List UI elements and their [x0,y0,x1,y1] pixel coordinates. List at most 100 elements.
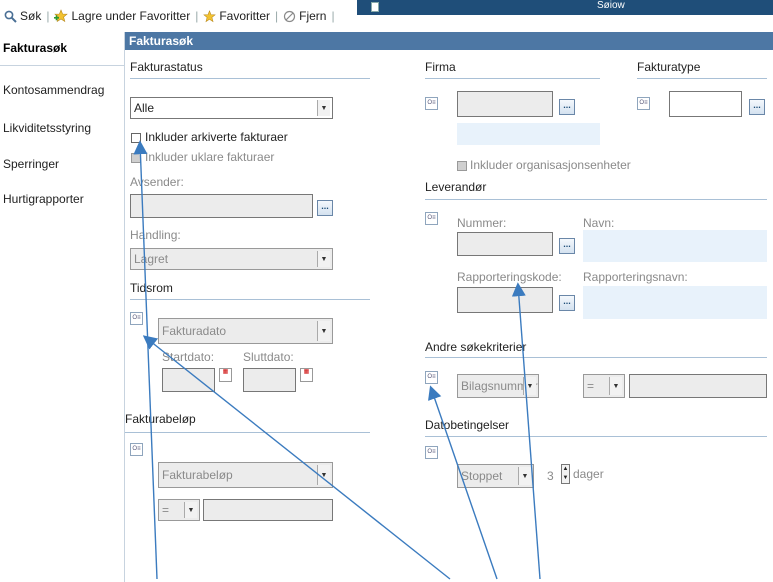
section-divider [125,432,370,433]
action-label: Handling: [130,228,181,242]
sender-lookup-button[interactable]: ... [317,200,333,216]
reporting-name-label: Rapporteringsnavn: [583,270,688,284]
date-condition-select[interactable]: Stoppet ▼ [457,464,534,488]
chevron-down-icon: ▼ [317,251,330,267]
window-title: Søiow [597,0,625,11]
date-conditions-label: Datobetingelser [425,418,510,432]
chevron-down-icon: ▼ [317,321,330,341]
company-name-display [457,123,600,145]
toolbar-divider: | [275,9,279,23]
include-org-units-checkbox[interactable] [457,161,467,171]
period-label: Tidsrom [130,281,173,295]
amount-type-value: Fakturabeløp [162,468,233,482]
amount-value-field[interactable] [203,499,333,521]
section-divider [130,78,370,79]
end-date-label: Sluttdato: [243,350,294,364]
toolbar-divider: | [46,9,50,23]
start-calendar-icon[interactable]: ▦ [219,368,232,382]
end-calendar-icon[interactable]: ▦ [300,368,313,382]
section-divider [637,78,767,79]
toolbar: Søk | Lagre under Favoritter | Favoritte… [0,0,360,32]
reporting-code-lookup-button[interactable]: ... [559,295,575,311]
window-title-bar: Søiow [357,0,773,15]
remove-label: Fjern [299,9,327,23]
criteria-operator-value: = [587,379,595,393]
save-favorite-button[interactable]: Lagre under Favoritter [54,9,190,23]
days-value: 3 [547,469,554,483]
star-icon [203,9,217,22]
sender-label: Avsender: [130,175,184,189]
action-select[interactable]: Lagret ▼ [130,248,333,270]
sender-field[interactable] [130,194,313,218]
remove-button[interactable]: Fjern [283,9,326,23]
amount-type-select[interactable]: Fakturabeløp ▼ [158,462,333,488]
chevron-down-icon: ▼ [609,377,622,395]
sidebar-divider [0,65,124,66]
favorites-label: Favoritter [219,9,271,23]
search-button[interactable]: Søk [4,9,41,23]
sidebar-item-fakturasok[interactable]: Fakturasøk [3,41,68,55]
section-divider [425,357,767,358]
supplier-number-field[interactable] [457,232,553,256]
chevron-down-icon: ▼ [518,467,531,485]
supplier-filter-icon[interactable]: O≡ [425,212,438,225]
chevron-down-icon: ▼ [317,100,330,116]
amount-filter-icon[interactable]: O≡ [130,443,143,456]
sidebar-item-sperringer[interactable]: Sperringer [3,157,60,171]
date-type-select[interactable]: Fakturadato ▼ [158,318,333,344]
toolbar-divider: | [331,9,335,23]
company-filter-icon[interactable]: O≡ [425,97,438,110]
window-icon [371,2,379,12]
include-unclear-label: Inkluder uklare fakturaer [145,150,275,164]
sidebar: Fakturasøk Kontosammendrag Likviditetsst… [0,32,125,582]
section-divider [425,78,600,79]
section-divider [130,299,370,300]
other-criteria-filter-icon[interactable]: O≡ [425,371,438,384]
arrow-to-reporting-code [511,282,541,580]
number-label: Nummer: [457,216,507,230]
supplier-number-lookup-button[interactable]: ... [559,238,575,254]
date-type-value: Fakturadato [162,324,227,338]
include-archived-label: Inkluder arkiverte fakturaer [145,130,288,144]
invoice-type-field[interactable] [669,91,742,117]
arrow-to-period-icon [142,335,451,580]
reporting-name-display [583,286,767,319]
date-condition-value: Stoppet [461,469,503,483]
criteria-operator-select[interactable]: = ▼ [583,374,625,398]
supplier-name-display [583,230,767,262]
invoice-type-filter-icon[interactable]: O≡ [637,97,650,110]
search-icon [4,10,17,23]
date-conditions-filter-icon[interactable]: O≡ [425,446,438,459]
voucher-select-value: Bilagsnummer [461,379,538,393]
status-select-value: Alle [134,101,155,115]
sidebar-item-kontosammendrag[interactable]: Kontosammendrag [3,83,105,97]
sidebar-item-likviditetsstyring[interactable]: Likviditetsstyring [3,121,92,135]
supplier-label: Leverandør [425,180,487,194]
name-label: Navn: [583,216,615,230]
include-org-units-label: Inkluder organisasjonsenheter [470,158,631,172]
period-filter-icon[interactable]: O≡ [130,312,143,325]
section-divider [425,436,767,437]
amount-operator-select[interactable]: = ▼ [158,499,200,521]
eraser-icon [284,10,296,22]
invoice-type-label: Fakturatype [637,60,701,74]
company-field[interactable] [457,91,553,117]
invoice-type-lookup-button[interactable]: ... [749,99,765,115]
favorites-button[interactable]: Favoritter [203,9,270,23]
reporting-code-field[interactable] [457,287,553,313]
criteria-value-field[interactable] [629,374,767,398]
chevron-down-icon: ▼ [317,465,330,485]
days-unit-label: dager [573,467,604,481]
sidebar-item-hurtigrapporter[interactable]: Hurtigrapporter [3,192,84,206]
arrow-to-other-criteria-icon [428,385,498,580]
status-select[interactable]: Alle ▼ [130,97,333,119]
company-lookup-button[interactable]: ... [559,99,575,115]
amount-operator-value: = [162,503,170,517]
arrow-to-checkbox [133,140,158,580]
end-date-field[interactable] [243,368,296,392]
save-favorite-label: Lagre under Favoritter [71,9,191,23]
company-label: Firma [425,60,456,74]
fakturastatus-label: Fakturastatus [130,60,203,74]
days-stepper[interactable]: ▲▼ [561,464,570,484]
